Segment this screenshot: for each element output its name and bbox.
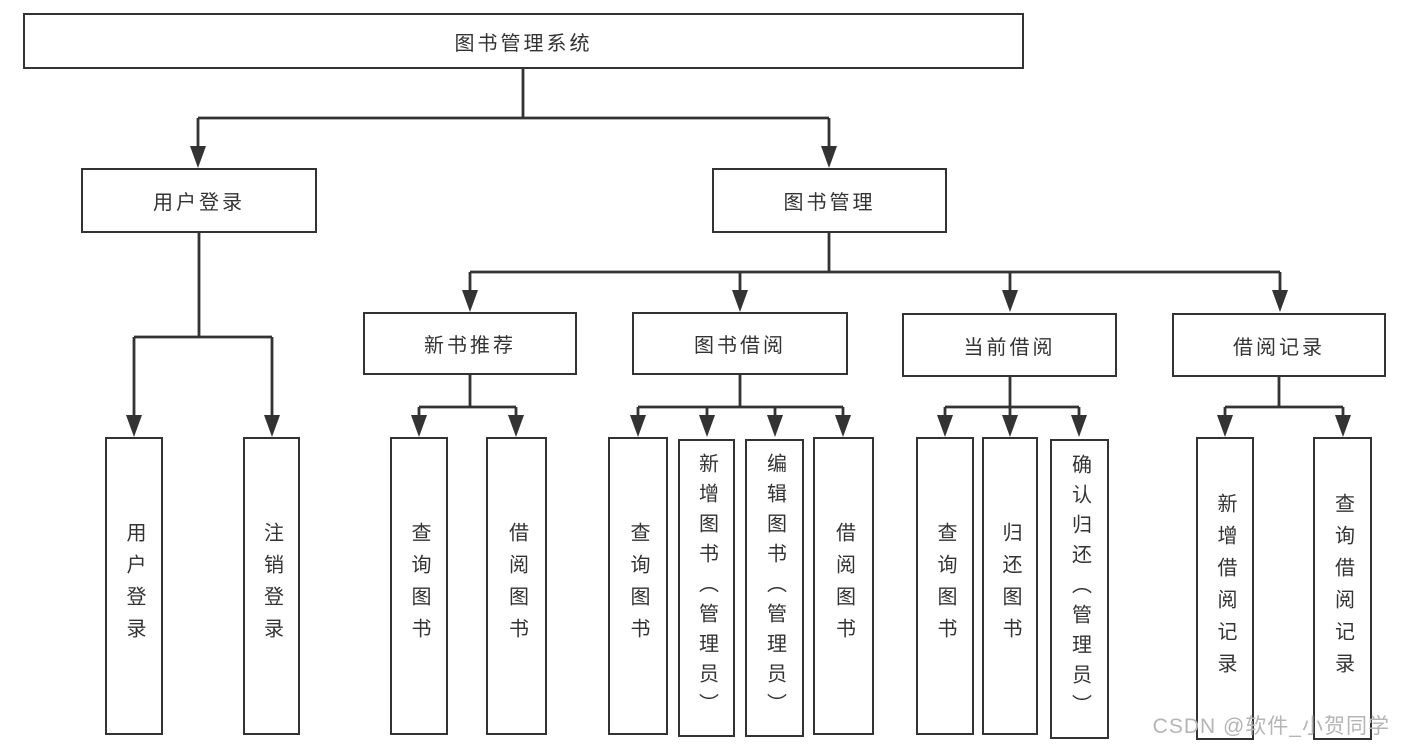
node-bb-add-books-admin: 新增图书（管理员） bbox=[678, 439, 735, 737]
node-label: 新增借阅记录 bbox=[1214, 492, 1236, 685]
node-label: 注销登录 bbox=[260, 522, 283, 650]
node-label: 用户登录 bbox=[153, 192, 245, 214]
node-book-management: 图书管理 bbox=[712, 168, 947, 233]
node-label: 确认归还（管理员） bbox=[1068, 454, 1091, 724]
node-nbr-borrow-books: 借阅图书 bbox=[486, 437, 547, 735]
node-root: 图书管理系统 bbox=[23, 13, 1024, 69]
node-label: 编辑图书（管理员） bbox=[763, 453, 786, 723]
node-cb-confirm-return-admin: 确认归还（管理员） bbox=[1050, 439, 1109, 739]
node-label: 新书推荐 bbox=[424, 335, 516, 357]
node-label: 新增图书（管理员） bbox=[695, 453, 718, 723]
node-label: 借阅图书 bbox=[505, 522, 528, 650]
node-label: 查询图书 bbox=[934, 522, 956, 650]
node-label: 当前借阅 bbox=[963, 336, 1056, 359]
node-label: 图书管理系统 bbox=[454, 32, 593, 55]
node-br-query-record: 查询借阅记录 bbox=[1313, 437, 1372, 740]
node-user-login-action: 用户登录 bbox=[105, 437, 163, 735]
node-label: 查询图书 bbox=[627, 522, 649, 650]
node-label: 用户登录 bbox=[123, 522, 145, 650]
node-cb-return-books: 归还图书 bbox=[982, 437, 1038, 735]
node-bb-edit-books-admin: 编辑图书（管理员） bbox=[745, 439, 804, 737]
node-label: 借阅图书 bbox=[832, 522, 855, 650]
node-bb-borrow-books: 借阅图书 bbox=[813, 437, 874, 735]
node-nbr-query-books: 查询图书 bbox=[390, 437, 448, 735]
arrowheads bbox=[126, 146, 1351, 437]
node-book-borrowing: 图书借阅 bbox=[632, 312, 848, 375]
node-label: 查询图书 bbox=[408, 522, 430, 650]
node-label: 借阅记录 bbox=[1233, 336, 1325, 359]
node-br-add-record: 新增借阅记录 bbox=[1196, 437, 1254, 740]
node-new-book-recommend: 新书推荐 bbox=[363, 312, 577, 375]
node-user-login: 用户登录 bbox=[81, 168, 317, 233]
node-current-borrowing: 当前借阅 bbox=[902, 313, 1117, 377]
node-borrowing-records: 借阅记录 bbox=[1172, 313, 1386, 377]
node-label: 归还图书 bbox=[999, 522, 1021, 650]
node-label: 查询借阅记录 bbox=[1331, 492, 1354, 685]
node-cb-query-books: 查询图书 bbox=[916, 437, 974, 735]
node-label: 图书借阅 bbox=[694, 335, 786, 357]
node-bb-query-books: 查询图书 bbox=[608, 437, 668, 735]
node-logout-action: 注销登录 bbox=[243, 437, 300, 735]
node-label: 图书管理 bbox=[783, 192, 876, 214]
watermark: CSDN @软件_小贺同学 bbox=[1152, 715, 1390, 738]
